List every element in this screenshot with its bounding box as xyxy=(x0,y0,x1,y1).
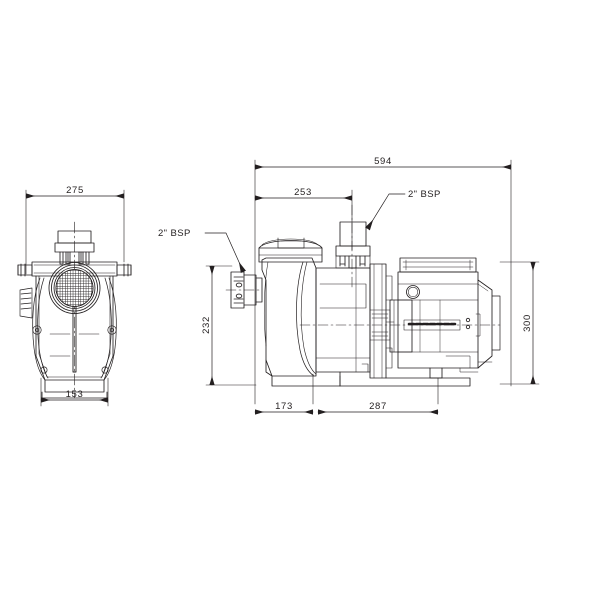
discharge-port xyxy=(335,221,371,269)
front-lid-assembly xyxy=(54,230,95,265)
front-vent-fins xyxy=(19,287,33,319)
motor-housing xyxy=(339,257,501,387)
front-view xyxy=(17,189,132,407)
front-seam xyxy=(72,305,77,373)
side-offset-value: 253 xyxy=(294,187,312,198)
suction-port xyxy=(230,271,263,309)
strainer-mesh xyxy=(56,269,93,307)
front-strainer-opening xyxy=(48,262,101,314)
suction-callout-leader xyxy=(204,232,246,274)
discharge-port-callout-label: 2" BSP xyxy=(408,189,441,200)
side-motor-value: 287 xyxy=(369,401,387,412)
front-base-value: 153 xyxy=(66,389,84,400)
front-flange-plate xyxy=(17,261,132,277)
side-strainer-value: 173 xyxy=(275,401,293,412)
seal-plate xyxy=(369,263,393,379)
front-extension-lines xyxy=(25,189,125,407)
volute-housing xyxy=(315,267,371,387)
front-interior-lines xyxy=(49,333,100,357)
side-centrelines xyxy=(225,204,501,326)
front-clamp-ribs xyxy=(32,277,117,381)
front-width-value: 275 xyxy=(66,185,84,196)
suction-port-callout-label: 2" BSP xyxy=(158,228,191,239)
front-pump-body xyxy=(35,275,114,399)
side-overall-value: 594 xyxy=(374,156,392,167)
side-suction-height-value: 232 xyxy=(201,316,212,334)
discharge-callout-leader xyxy=(365,193,406,231)
side-height-value: 300 xyxy=(522,314,533,332)
motor-bracket xyxy=(385,299,413,353)
strainer-pot xyxy=(258,237,341,387)
side-view xyxy=(204,159,540,415)
